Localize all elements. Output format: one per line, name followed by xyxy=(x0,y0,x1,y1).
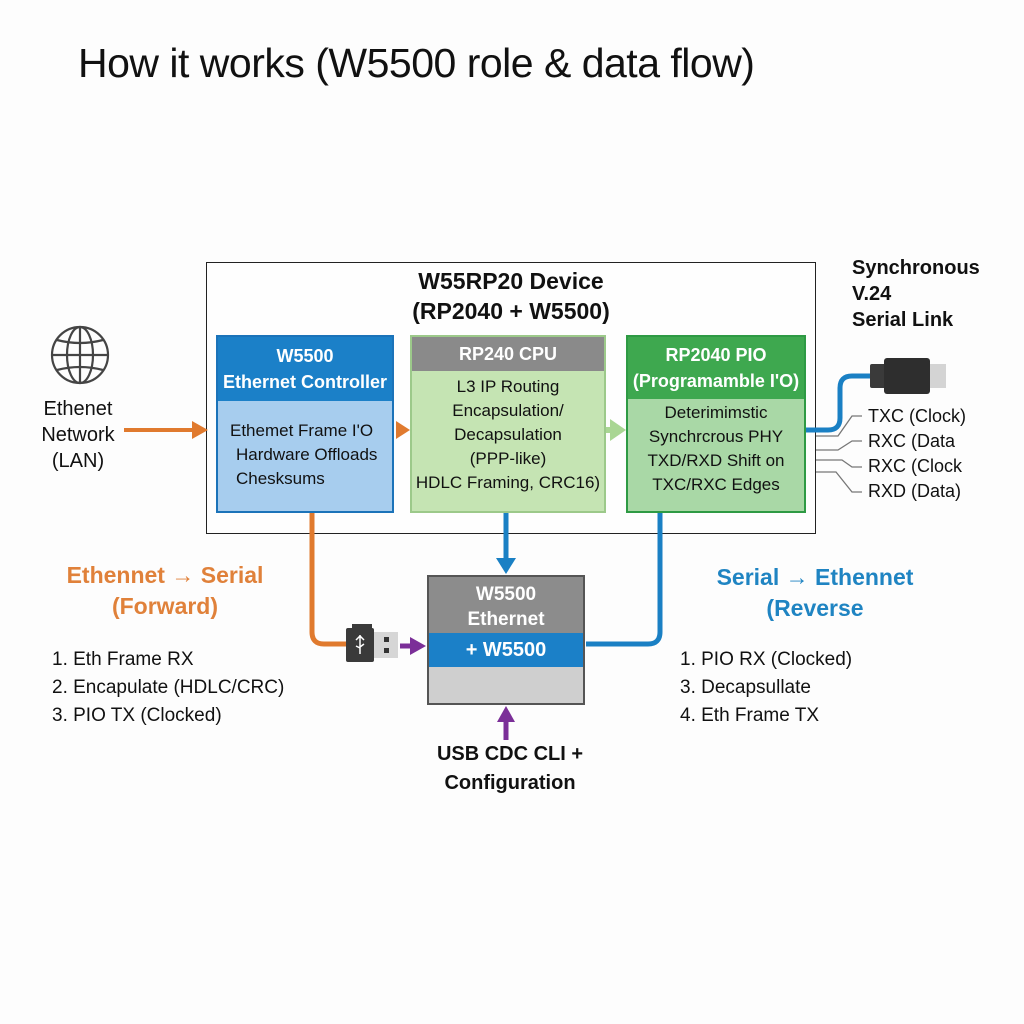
cpu-body-line: L3 IP Routing xyxy=(456,377,560,396)
pio-header-line1: RP2040 PIO xyxy=(665,345,767,365)
forward-title-line2: (Forward) xyxy=(111,593,219,619)
ethernet-block-line1: W5500 xyxy=(475,584,537,605)
w5500-body-line: Chesksums xyxy=(236,469,325,488)
signal-label: RXC (Clock xyxy=(868,456,963,476)
forward-steps-list: 1. Eth Frame RX 2. Encapulate (HDLC/CRC)… xyxy=(52,646,284,730)
lan-label-line: (LAN) xyxy=(51,450,105,472)
signal-label: RXD (Data) xyxy=(868,481,962,501)
reverse-flow-title: Serial → Ethennet (Reverse xyxy=(695,562,935,624)
lan-to-w5500-arrow xyxy=(124,421,208,439)
cpu-to-ethernet-arrow xyxy=(496,513,516,574)
w5500-header-line2: Ethernet Controller xyxy=(222,372,387,392)
w5500-ethernet-block: W5500 Ethernet + W5500 xyxy=(427,575,585,705)
pio-body-line: TXD/RXD Shift on xyxy=(647,451,785,470)
forward-step: 2. Encapulate (HDLC/CRC) xyxy=(52,677,285,698)
reverse-steps-list: 1. PIO RX (Clocked) 3. Decapsullate 4. E… xyxy=(680,646,852,730)
cpu-body-line: Encapsulation/ xyxy=(452,401,564,420)
serial-link-title: Synchronous V.24 Serial Link xyxy=(852,255,980,333)
forward-step: 1. Eth Frame RX xyxy=(52,649,194,670)
reverse-step: 1. PIO RX (Clocked) xyxy=(680,649,853,670)
pio-block-header: RP2040 PIO (Programamble I'O) xyxy=(628,337,804,399)
cpu-to-pio-arrow xyxy=(606,419,626,441)
cpu-body-line: (PPP-like) xyxy=(469,449,547,468)
device-title-line2: (RP2040 + W5500) xyxy=(412,298,610,324)
reverse-path-line xyxy=(586,513,663,647)
reverse-title-line2: (Reverse xyxy=(766,595,864,621)
ethernet-block-header: W5500 Ethernet xyxy=(429,577,583,633)
cpu-block-body: L3 IP Routing Encapsulation/ Decapsulati… xyxy=(412,371,604,495)
lan-label-line: Ethenet xyxy=(43,398,113,420)
usb-label-line: USB CDC CLI + xyxy=(436,743,584,765)
usb-to-ethernet-arrow xyxy=(400,637,426,655)
device-title: W55RP20 Device (RP2040 + W5500) xyxy=(206,266,816,326)
diagram-title: How it works (W5500 role & data flow) xyxy=(78,40,755,86)
pio-body-line: Synchrcrous PHY xyxy=(648,427,784,446)
lan-label: Ethenet Network (LAN) xyxy=(22,396,134,474)
pio-header-line2: (Programamble I'O) xyxy=(632,371,800,391)
cpu-body-line: Decapsulation xyxy=(454,425,562,444)
ethernet-block-line2: Ethernet xyxy=(467,609,545,630)
signal-lines xyxy=(816,415,862,493)
w5500-block-body: Ethemet Frame I'O Hardware Offloads Ches… xyxy=(218,401,392,491)
cpu-block-header: RP240 CPU xyxy=(412,337,604,371)
w5500-body-line: Ethemet Frame I'O xyxy=(230,421,374,440)
serial-title-line: Serial Link xyxy=(852,309,954,331)
forward-flow-title: Ethennet → Serial (Forward) xyxy=(40,560,290,622)
lan-label-line: Network xyxy=(41,424,115,446)
serial-title-line: Synchronous xyxy=(852,257,980,279)
reverse-title-line1: Serial → Ethennet xyxy=(716,564,914,590)
forward-path-line xyxy=(309,513,350,647)
usb-cdc-arrow xyxy=(497,706,515,740)
pio-body-line: Deterimimstic xyxy=(664,403,768,422)
w5500-controller-block: W5500 Ethernet Controller Ethemet Frame … xyxy=(216,335,394,513)
globe-icon xyxy=(50,325,110,385)
usb-label-line: Configuration xyxy=(444,772,576,794)
reverse-step: 3. Decapsullate xyxy=(680,677,811,698)
cpu-block: RP240 CPU L3 IP Routing Encapsulation/ D… xyxy=(410,335,606,513)
serial-cable xyxy=(806,373,872,433)
forward-step: 3. PIO TX (Clocked) xyxy=(52,705,222,726)
reverse-step: 4. Eth Frame TX xyxy=(680,705,820,726)
pio-body-line: TXC/RXC Edges xyxy=(652,475,780,494)
pio-block-body: Deterimimstic Synchrcrous PHY TXD/RXD Sh… xyxy=(628,399,804,497)
ethernet-block-band: + W5500 xyxy=(429,633,583,667)
usb-cdc-label: USB CDC CLI + Configuration xyxy=(400,740,620,798)
pio-block: RP2040 PIO (Programamble I'O) Deterimims… xyxy=(626,335,806,513)
signal-label: RXC (Data xyxy=(868,431,956,451)
serial-signal-list: TXC (Clock) RXC (Data RXC (Clock RXD (Da… xyxy=(868,404,966,504)
w5500-body-line: Hardware Offloads xyxy=(236,445,378,464)
device-title-line1: W55RP20 Device xyxy=(418,268,604,294)
serial-title-line: V.24 xyxy=(852,283,892,305)
w5500-block-header: W5500 Ethernet Controller xyxy=(218,337,392,401)
usb-connector-icon xyxy=(346,624,398,662)
serial-connector-icon xyxy=(870,358,946,394)
signal-label: TXC (Clock) xyxy=(868,406,966,426)
cpu-body-line: HDLC Framing, CRC16) xyxy=(415,473,601,492)
w5500-to-cpu-arrow xyxy=(396,421,410,439)
forward-title-line1: Ethennet → Serial xyxy=(66,562,264,588)
w5500-header-line1: W5500 xyxy=(276,346,334,366)
